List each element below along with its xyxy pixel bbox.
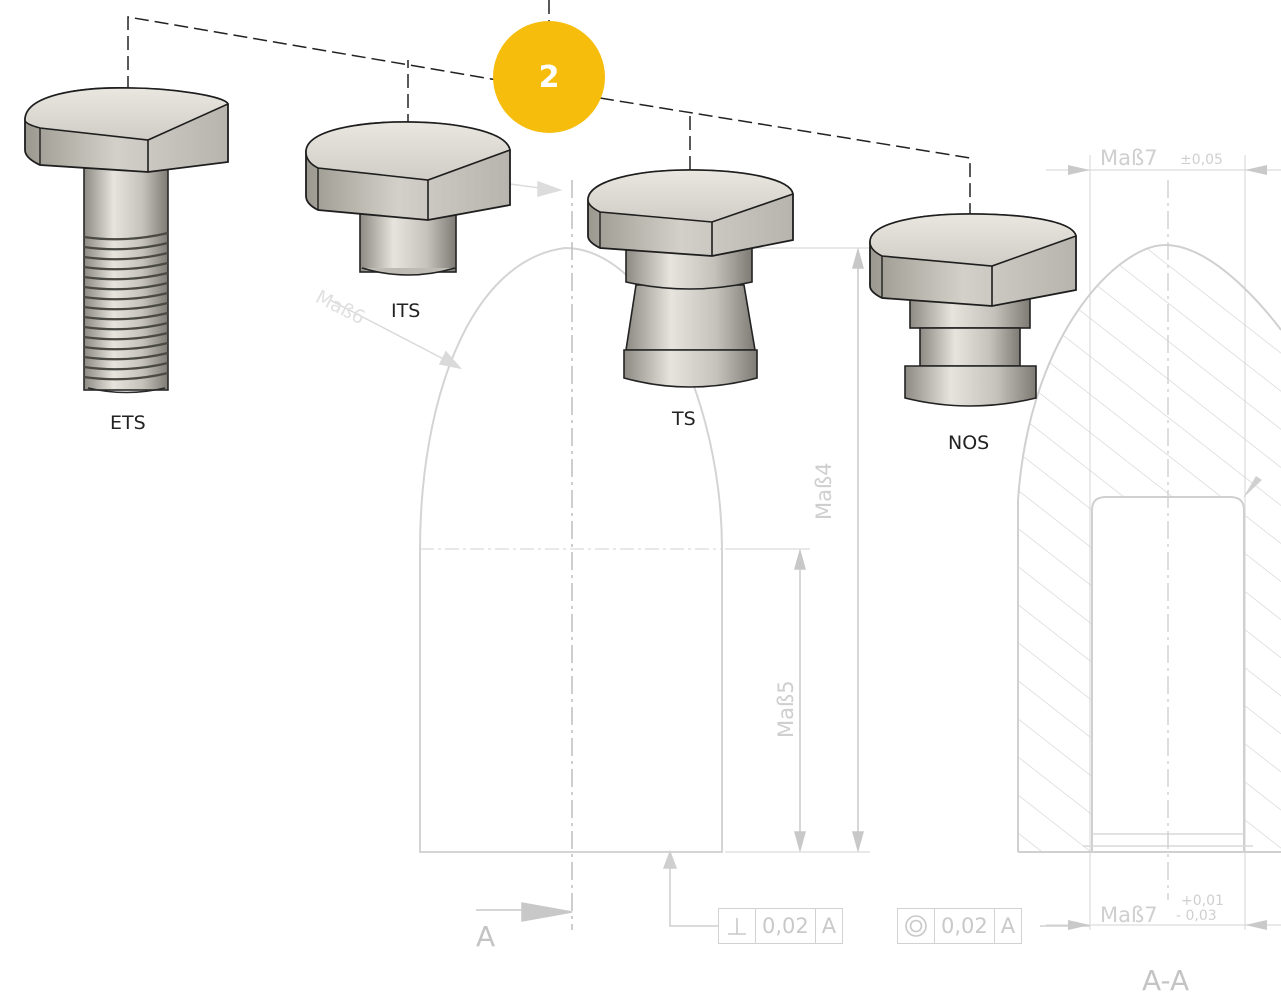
perpendicularity-icon [719, 909, 756, 943]
dimension-mass7-bottom [1068, 920, 1267, 930]
callout-badge: 2 [493, 21, 605, 133]
fcf-concentricity: 0,02 A [897, 908, 1023, 944]
fcf-conc-value: 0,02 [935, 909, 995, 943]
dimension-label-mass7-top: Maß7 [1100, 146, 1158, 170]
dimension-label-mass7-bottom: Maß7 [1100, 903, 1158, 927]
dimension-mass4 [852, 247, 864, 853]
ets-thread [83, 231, 169, 381]
view-marker-a: A [476, 920, 496, 953]
tolerance-bottom-lower: - 0,03 [1176, 908, 1217, 924]
callout-number: 2 [538, 59, 560, 95]
dimension-mass7-top [1068, 165, 1267, 175]
tolerance-bottom-upper: +0,01 [1181, 893, 1224, 909]
part-outline-front-view [419, 246, 723, 853]
dimension-label-mass4: Maß4 [812, 462, 836, 520]
section-view-hatched [1017, 180, 1281, 900]
ts-insert [587, 169, 794, 388]
dimension-mass6-leader [329, 299, 463, 370]
section-marker-arrow [476, 902, 573, 922]
tolerance-top: ±0,05 [1180, 152, 1223, 168]
ets-bolt [24, 87, 230, 394]
dimension-mass5 [794, 548, 806, 853]
dimension-label-mass5: Maß5 [774, 680, 798, 738]
fcf-conc-datum: A [1000, 914, 1016, 938]
concentricity-icon [898, 909, 935, 943]
part-label-its: ITS [391, 300, 421, 322]
nos-insert [869, 213, 1077, 407]
arrow-indicator [509, 180, 563, 197]
part-label-ets: ETS [110, 412, 146, 434]
fcf-perp-value: 0,02 [756, 909, 816, 943]
part-label-nos: NOS [948, 432, 990, 454]
fcf-perp-datum: A [821, 914, 837, 938]
fcf-perpendicularity: 0,02 A [718, 908, 844, 944]
section-label-a-a: A-A [1142, 964, 1190, 997]
part-label-ts: TS [672, 408, 696, 430]
its-insert [305, 121, 511, 276]
